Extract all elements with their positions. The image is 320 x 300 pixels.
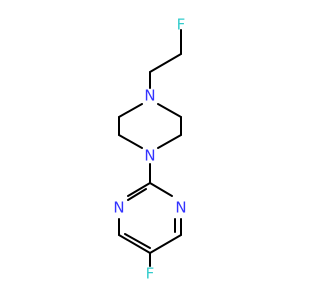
bond-pym-c2-n3 <box>127 182 151 197</box>
bond-pym-c4-c5-inner <box>124 233 151 249</box>
bond-pip-n1-c1 <box>118 103 143 118</box>
bond-pip-n1-c3 <box>157 103 182 118</box>
bond-pip-c2-n2 <box>118 134 143 149</box>
atom-label-n-pyrimidine-left: N <box>113 199 124 217</box>
atom-label-f-bottom: F <box>146 265 155 283</box>
bond-pip-c4-n2 <box>157 134 182 149</box>
atom-label-n-piperazine-bottom: N <box>144 147 155 165</box>
bond-pym-n1-c2 <box>149 182 173 197</box>
molecule-structure: F N N N N F <box>113 16 186 283</box>
molecule-canvas: F N N N N F <box>113 15 187 283</box>
bond-pym-c4-c5 <box>118 234 151 254</box>
bond-pym-c5-c6 <box>149 234 182 254</box>
bond-ch2-ch2 <box>149 53 182 73</box>
atom-label-f-top: F <box>177 16 186 34</box>
bond-pym-c2-n3-inner <box>127 188 147 201</box>
atom-label-n-piperazine-top: N <box>144 87 155 105</box>
atom-label-n-pyrimidine-right: N <box>175 199 186 217</box>
